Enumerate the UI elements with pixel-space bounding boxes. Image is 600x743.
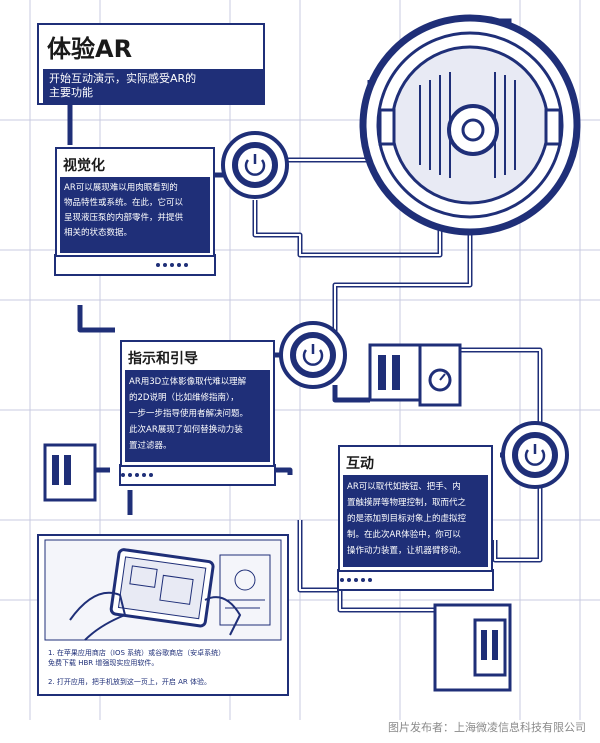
manual-sketch [219, 554, 271, 626]
section-body-box-guidance [125, 370, 270, 462]
section-body-box-interaction [343, 475, 488, 567]
power-button-3 [501, 421, 569, 489]
section-visualization: 视觉化 AR可以展现难以用肉眼看到的 物品特性或系统。在此，它可以 呈现液压泵的… [55, 147, 215, 257]
section-body-guidance: AR用3D立体影像取代难以理解 的2D说明（比如维修指南）， 一步一步指导使用者… [129, 377, 249, 451]
side-module [43, 443, 97, 502]
section-body-visualization: AR可以展现难以用肉眼看到的 物品特性或系统。在此，它可以 呈现液压泵的内部零件… [64, 183, 184, 238]
section-body-interaction: AR可以取代如按钮、把手、内 置触摸屏等物理控制，取而代之 的是添加到目标对象上… [347, 482, 467, 556]
page-subtitle: 开始互动演示，实际感受AR的 主要功能 [49, 72, 197, 99]
page-title: 体验AR [47, 35, 133, 63]
image-source-credit: 图片发布者：上海微凌信息科技有限公司 [388, 721, 586, 734]
instruction-step-1: 1. 在苹果应用商店（IOS 系统）或谷歌商店（安卓系统） 免费下载 HBR 增… [48, 649, 226, 667]
control-unit [368, 343, 462, 407]
instruction-panel [37, 534, 289, 696]
instruction-step-2: 2. 打开应用，把手机放到这一页上，开启 AR 体验。 [48, 678, 212, 686]
section-body-box-visualization [60, 177, 210, 253]
power-button-2 [279, 321, 347, 389]
subtitle-box [43, 69, 263, 103]
tablet-icon [109, 548, 215, 628]
section-title-visualization: 视觉化 [63, 158, 105, 174]
bottom-module [433, 603, 512, 692]
section-interaction: 互动 AR可以取代如按钮、把手、内 置触摸屏等物理控制，取而代之 的是添加到目标… [338, 445, 493, 572]
section-title-guidance: 指示和引导 [128, 351, 198, 367]
power-button-1 [221, 131, 289, 199]
panel-footers [54, 254, 494, 591]
section-guidance: 指示和引导 AR用3D立体影像取代难以理解 的2D说明（比如维修指南）， 一步一… [120, 340, 275, 467]
hydraulic-pump [359, 14, 581, 236]
section-title-interaction: 互动 [346, 456, 374, 472]
header-card: 体验AR 开始互动演示，实际感受AR的 主要功能 [37, 23, 265, 105]
